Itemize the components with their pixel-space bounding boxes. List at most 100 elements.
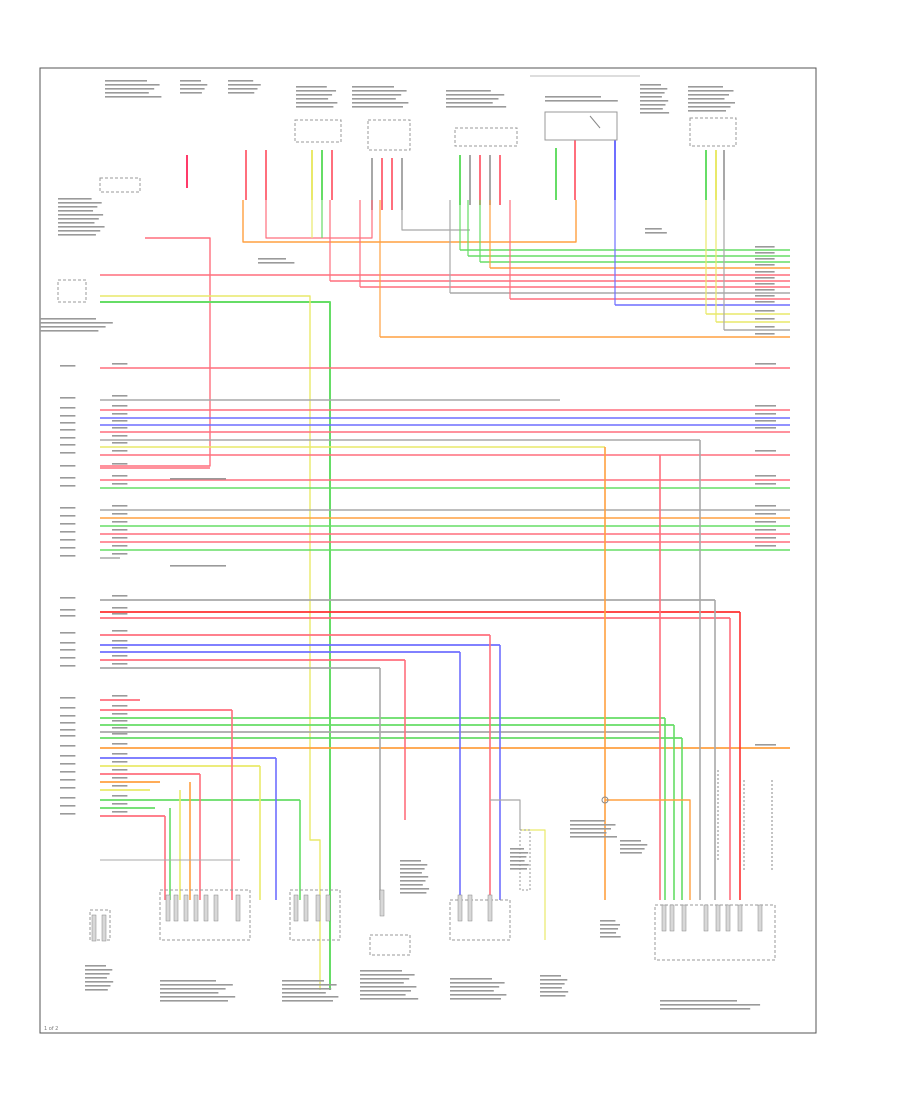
pin-dest-label-18 [755, 545, 776, 547]
pin-name-13 [60, 507, 76, 509]
mid-component-label [400, 892, 427, 894]
left-component-label [58, 206, 98, 208]
pin-wire-code-5 [112, 420, 128, 422]
bus-label-13 [755, 326, 775, 328]
component-label-top-3 [228, 84, 261, 86]
ground-label [600, 932, 617, 934]
lower-wire-code-21 [112, 795, 128, 797]
lower-pin-name-12 [60, 722, 76, 724]
pin-dest-label-13 [755, 505, 776, 507]
component-label-top-3 [228, 88, 258, 90]
pin-wire-code-14 [112, 513, 128, 515]
mid-component-label [510, 864, 529, 866]
component-label-top-4 [296, 102, 338, 104]
component-label-top-8 [640, 84, 661, 86]
mid-component-label [510, 852, 529, 854]
component-label-top-6 [446, 102, 493, 104]
pin-dest-label-5 [755, 420, 776, 422]
lower-wire-code-8 [112, 663, 128, 665]
mid-component-label [400, 884, 423, 886]
component-label-top-4 [296, 98, 329, 100]
lower-wire-code-5 [112, 640, 128, 642]
pin-dest-label-9 [755, 450, 776, 452]
switch-label [570, 836, 617, 838]
bottom-component-label-1 [85, 969, 113, 971]
left-component-label [58, 202, 102, 204]
component-label-top-6 [446, 94, 505, 96]
pin-name-3 [60, 407, 76, 409]
component-label-top-5 [352, 90, 407, 92]
bottom-component-label-7 [540, 979, 568, 981]
lower-pin-name-10 [60, 707, 76, 709]
bottom-component-label-4 [360, 978, 410, 980]
lower-pin-name-3 [60, 615, 76, 617]
pin-wire-code-12 [112, 483, 128, 485]
bottom-component-label-1 [85, 989, 108, 991]
component-label-top-4 [296, 94, 333, 96]
left-component-label [58, 222, 95, 224]
junction-label-left [258, 262, 295, 264]
lower-wire-code-15 [112, 743, 128, 745]
connector-pin-14 [379, 889, 385, 917]
left-component-label [58, 214, 104, 216]
lower-pin-name-18 [60, 771, 76, 773]
lower-pin-name-23 [60, 813, 76, 815]
connector-housing [689, 117, 737, 147]
bus-label-6 [755, 277, 775, 279]
component-label-top-3 [228, 80, 254, 82]
lower-wire-code-13 [112, 727, 128, 729]
component-label-top-5 [352, 94, 402, 96]
pin-wire-code-4 [112, 413, 128, 415]
connector-housing [294, 119, 342, 143]
pin-name-5 [60, 422, 76, 424]
component-label-top-4 [296, 106, 334, 108]
pin-name-12 [60, 485, 76, 487]
lower-pin-name-11 [60, 715, 76, 717]
labels-layer [40, 80, 776, 1010]
component-label-top-2 [180, 92, 202, 94]
lower-pin-name-22 [60, 805, 76, 807]
left-component-label [58, 210, 94, 212]
bottom-component-label-4 [360, 990, 411, 992]
switch-label [570, 828, 611, 830]
page-number: 1 of 2 [44, 1026, 59, 1032]
connector-pin-22 [715, 904, 721, 932]
lower-pin-name-1 [60, 597, 76, 599]
bottom-component-label-3 [282, 988, 332, 990]
component-label-top-1 [105, 84, 160, 86]
bottom-component-label-1 [85, 965, 106, 967]
connector-pin-20 [681, 904, 687, 932]
splice-point [601, 796, 609, 804]
junction-label-top [645, 232, 667, 234]
bottom-component-label-3 [282, 1000, 333, 1002]
bottom-component-label-5 [450, 994, 507, 996]
pin-name-6 [60, 429, 76, 431]
connector-pin-21 [703, 904, 709, 932]
bottom-component-label-2 [160, 988, 226, 990]
lower-wire-code-3 [112, 613, 128, 615]
relay-switch [589, 115, 601, 129]
mid-component-label [400, 872, 422, 874]
pin-wire-code-8 [112, 442, 128, 444]
pin-name-10 [60, 465, 76, 467]
connector-pin-18 [661, 904, 667, 932]
connector-pin-2 [101, 914, 107, 942]
bottom-component-4 [369, 934, 411, 956]
bottom-component-label-7 [540, 991, 569, 993]
bottom-component-label-3 [282, 996, 339, 998]
pin-dest-label-3 [755, 405, 776, 407]
bus-label-4 [755, 264, 775, 266]
component-label-top-5 [352, 98, 396, 100]
lower-wire-code-1 [112, 595, 128, 597]
pin-name-17 [60, 539, 76, 541]
switch-label [570, 832, 607, 834]
component-label-top-9 [688, 110, 726, 112]
lower-pin-name-21 [60, 797, 76, 799]
mid-component-label [510, 856, 527, 858]
left-component-label [58, 234, 96, 236]
ground-label [600, 920, 616, 922]
pin-wire-code-16 [112, 529, 128, 531]
lower-pin-name-4 [60, 632, 76, 634]
pin-wire-code-18 [112, 545, 128, 547]
mid-component-label [400, 888, 430, 890]
